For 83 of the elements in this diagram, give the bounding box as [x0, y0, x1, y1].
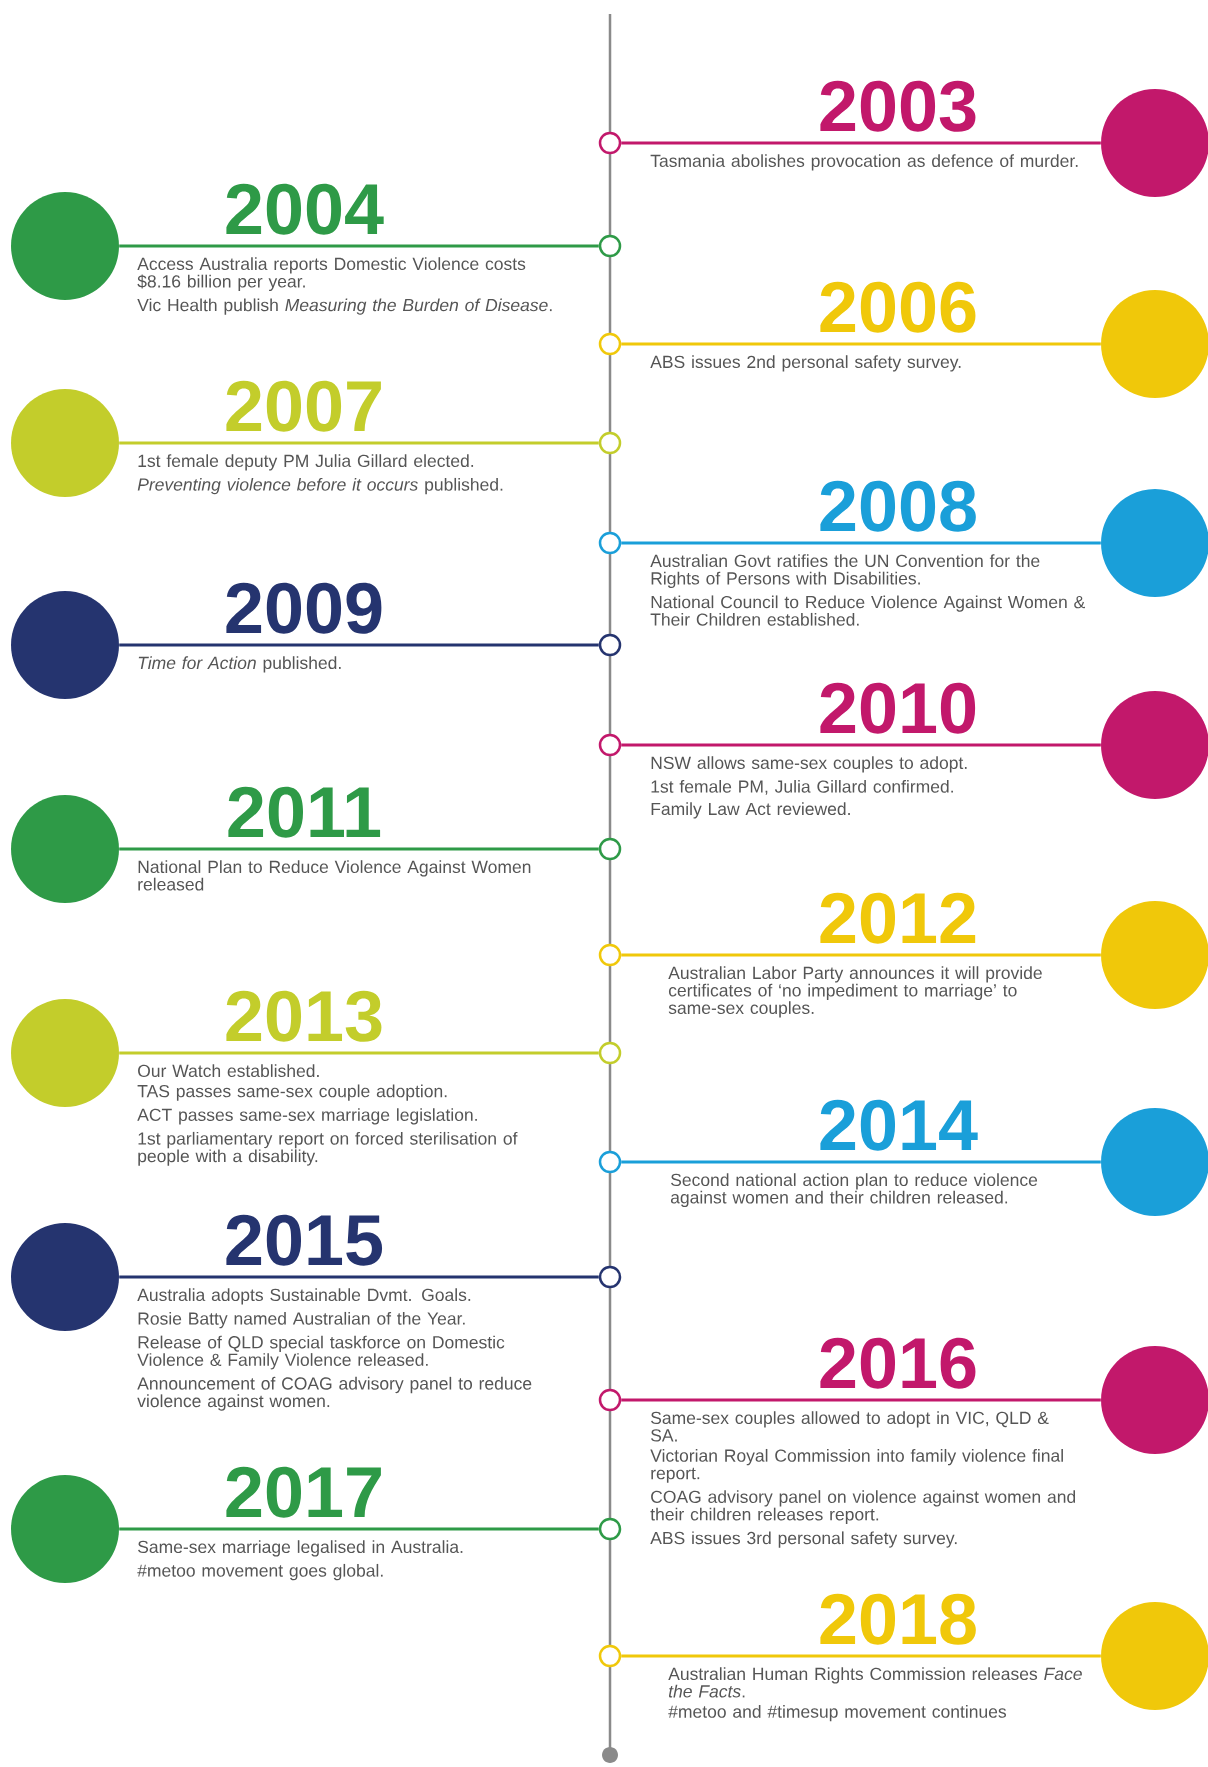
- timeline-dot: [598, 531, 622, 555]
- timeline-dot: [598, 1388, 622, 1412]
- event-text: ABS issues 3rd personal safety survey.: [650, 1531, 957, 1548]
- timeline-dot: [598, 131, 622, 155]
- connector-line: [119, 244, 599, 248]
- event-text: 1st female PM, Julia Gillard confirmed.: [651, 779, 953, 795]
- year-label: 2012: [820, 892, 976, 944]
- event-text: NSW allows same-sex couples to adopt.: [651, 756, 967, 773]
- year-label: 2004: [226, 183, 384, 235]
- event-text: 1st female deputy PM Julia Gillard elected.: [138, 454, 474, 471]
- event-text: Victorian Royal Commission into family violence final report.: [650, 1448, 1063, 1483]
- connector-line: [119, 1527, 599, 1531]
- event-text: ACT passes same-sex marriage legislation.: [137, 1108, 477, 1125]
- event-text: Australian Labor Party announces it will provide certificates of ‘no impediment to marriage’ to same-sex couples.: [668, 966, 1042, 1018]
- event-text: National Council to Reduce Violence Against Women & Their Children established.: [650, 595, 1085, 626]
- year-label: 2013: [226, 990, 382, 1042]
- connector-line: [621, 953, 1101, 957]
- year-label: 2014: [820, 1099, 978, 1151]
- timeline-dot: [598, 431, 622, 455]
- year-label: 2003: [820, 80, 976, 132]
- year-label: 2017: [226, 1466, 381, 1518]
- circle-marker: [11, 591, 119, 699]
- connector-line: [119, 1051, 599, 1055]
- year-label: 2010: [820, 682, 976, 734]
- timeline-dot: [598, 234, 622, 258]
- event-text: TAS passes same-sex couple adoption.: [137, 1084, 447, 1101]
- event-text: Australia adopts Sustainable Dvmt. Goals.: [137, 1288, 471, 1305]
- event-text: Same-sex marriage legalised in Australia.: [138, 1540, 463, 1557]
- connector-line: [119, 441, 599, 445]
- connector-line: [119, 643, 599, 647]
- year-label: 2016: [820, 1337, 976, 1389]
- timeline-dot: [598, 633, 622, 657]
- timeline-dot: [598, 837, 622, 861]
- circle-marker: [11, 795, 119, 903]
- timeline-dot: [598, 1644, 622, 1668]
- circle-marker: [11, 999, 119, 1107]
- circle-marker: [11, 1475, 119, 1583]
- timeline-dot: [598, 1265, 622, 1289]
- timeline-dot: [598, 1517, 622, 1541]
- event-text: Our Watch established.: [138, 1064, 319, 1078]
- timeline-dot: [598, 1150, 622, 1174]
- event-text: National Plan to Reduce Violence Against Women released: [138, 860, 531, 891]
- event-text: Announcement of COAG advisory panel to reduce violence against women.: [137, 1376, 532, 1411]
- connector-line: [621, 1398, 1101, 1402]
- circle-marker: [11, 1223, 119, 1331]
- event-text: #metoo movement goes global.: [137, 1563, 383, 1581]
- connector-line: [119, 847, 599, 851]
- year-label: 2007: [226, 380, 381, 432]
- year-label: 2009: [226, 582, 382, 634]
- connector-line: [621, 541, 1101, 545]
- connector-line: [621, 1160, 1101, 1164]
- event-text: Family Law Act reviewed.: [651, 802, 850, 819]
- event-text: Access Australia reports Domestic Violence costs $8.16 billion per year.: [137, 257, 526, 292]
- circle-marker: [11, 389, 119, 497]
- connector-line: [621, 141, 1101, 145]
- timeline-dot: [598, 332, 622, 356]
- year-label: 2018: [820, 1593, 976, 1645]
- event-text: Second national action plan to reduce violence against women and their children released.: [670, 1173, 1038, 1208]
- event-text: Vic Health publish Measuring the Burden of Disease.: [137, 298, 552, 315]
- connector-line: [621, 342, 1101, 346]
- year-label: 2011: [228, 786, 381, 838]
- event-text: Release of QLD special taskforce on Domestic Violence & Family Violence released.: [137, 1335, 505, 1370]
- event-text: #metoo and #timesup movement continues: [668, 1704, 1007, 1722]
- event-text: Rosie Batty named Australian of the Year.: [138, 1311, 465, 1329]
- timeline-dot: [598, 943, 622, 967]
- event-text: Same-sex couples allowed to adopt in VIC, QLD & SA.: [651, 1411, 1049, 1442]
- event-text: Time for Action published.: [138, 656, 341, 673]
- connector-line: [621, 743, 1101, 747]
- connector-line: [119, 1275, 599, 1279]
- event-text: 1st parliamentary report on forced sterilisation of people with a disability.: [138, 1131, 518, 1166]
- year-label: 2008: [820, 480, 976, 532]
- event-text: COAG advisory panel on violence against women and their children releases report.: [650, 1490, 1076, 1524]
- timeline-dot: [598, 733, 622, 757]
- connector-line: [621, 1654, 1101, 1658]
- circle-marker: [11, 192, 119, 300]
- event-text: Australian Govt ratifies the UN Convention for the Rights of Persons with Disabilities.: [650, 554, 1040, 589]
- event-text: ABS issues 2nd personal safety survey.: [650, 355, 961, 372]
- event-text: Tasmania abolishes provocation as defence of murder.: [650, 154, 1078, 171]
- year-label: 2015: [226, 1214, 383, 1266]
- event-text: Preventing violence before it occurs published.: [137, 477, 503, 495]
- event-text: Australian Human Rights Commission releases Face the Facts.: [668, 1667, 1082, 1698]
- timeline-dot: [598, 1041, 622, 1065]
- year-label: 2006: [820, 281, 976, 333]
